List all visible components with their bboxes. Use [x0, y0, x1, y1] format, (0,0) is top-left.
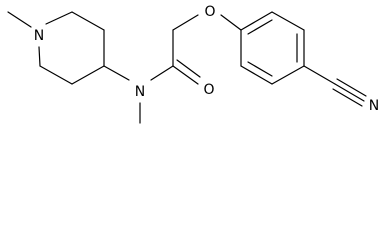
bond-ring-5	[39, 65, 73, 85]
bond-ch2-ether-o	[172, 14, 199, 31]
bond-ring-4	[71, 65, 105, 85]
bond-ring-1	[45, 11, 73, 25]
bond-nitrile-triple-c	[332, 88, 363, 107]
atom-label-nitrile-n: N	[369, 98, 379, 114]
bond-carbonyl-double-b	[176, 59, 201, 78]
bond-ring-2	[71, 11, 105, 31]
atom-label-carbonyl-o: O	[203, 82, 214, 98]
atom-label-piperidine-n: N	[34, 28, 44, 44]
bond-benzene-1	[240, 11, 273, 31]
bond-ether-o-aryl	[220, 14, 242, 31]
bond-benzene-inner-1	[247, 19, 273, 35]
bond-benzene-4	[271, 65, 305, 85]
atom-label-ether-o: O	[204, 4, 215, 20]
chemical-structure-diagram: N N O O N	[7, 4, 379, 124]
bond-benzene-inner-3	[247, 61, 273, 77]
bond-ring-6	[38, 46, 41, 67]
bond-aryl-nitrile-c	[303, 65, 336, 85]
bond-benzene-5	[240, 65, 273, 85]
bond-nitrile-triple-b	[336, 78, 367, 97]
bond-carbonyl-double-a	[172, 65, 199, 85]
bond-c4-amide-n	[103, 65, 130, 81]
atom-label-amide-n: N	[135, 84, 145, 100]
bond-nmethyl	[7, 11, 32, 28]
bond-nitrile-triple-a	[334, 83, 365, 102]
bond-amide-n-carbonyl	[150, 65, 174, 81]
bond-benzene-2	[271, 11, 305, 31]
